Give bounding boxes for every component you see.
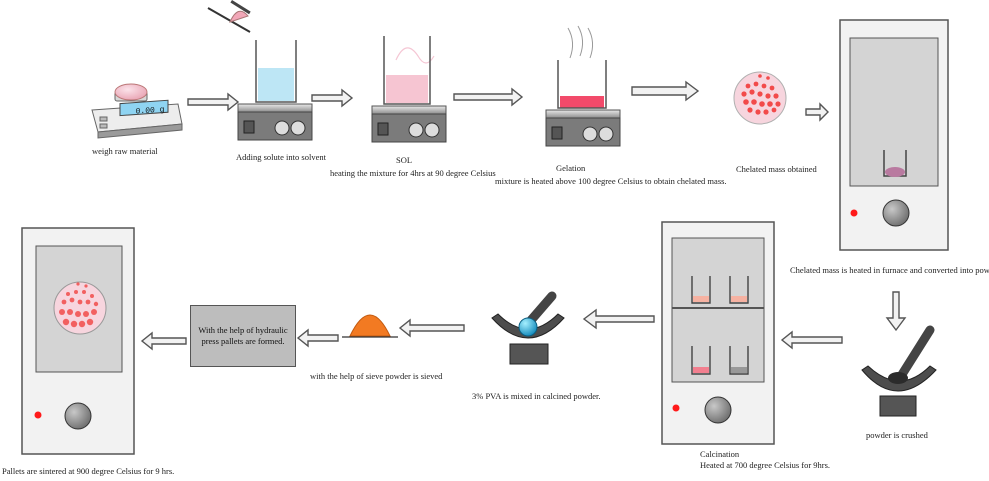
label-mixture: mixture is heated above 100 degree Celsi… [495,176,727,186]
label-chelated-heated: Chelated mass is heated in furnace and c… [790,265,989,275]
arrow-5 [805,102,829,122]
label-pva: 3% PVA is mixed in calcined powder. [472,391,601,401]
arrow-3 [453,87,524,107]
arrow-1 [187,92,240,112]
arrow-4 [631,80,700,102]
label-chelated-obtained: Chelated mass obtained [736,164,817,174]
label-adding: Adding solute into solvent [236,152,326,162]
arrow-8 [582,308,655,330]
label-sol: SOL [396,155,413,165]
label-calcination: Calcination [700,449,740,459]
label-weigh: weigh raw material [92,146,158,156]
mortar-pva-icon [491,291,565,365]
arrow-10 [296,328,339,348]
arrow-2 [311,88,354,108]
label-press: With the help of hydraulic press pallets… [190,305,296,367]
furnace-1-icon [839,19,949,251]
arrow-9 [398,318,465,338]
sol-beaker-icon [371,36,447,143]
label-gelation: Gelation [556,163,586,173]
chelated-mass-icon [733,71,787,125]
beaker-stirrer-icon [207,0,313,141]
balance-scale-icon: 0.00 g [91,83,183,139]
mortar-crushed-icon [861,325,937,417]
label-sieve: with the help of sieve powder is sieved [310,371,443,381]
arrow-7 [780,330,843,350]
sieved-powder-icon [342,314,398,338]
arrow-11 [140,331,187,351]
arrow-6 [885,291,907,332]
flow-arrows [140,80,907,351]
label-calcination-detail: Heated at 700 degree Celsius for 9hrs. [700,460,831,470]
gelation-beaker-icon [545,25,621,147]
sintering-furnace-icon [21,227,135,455]
label-heating: heating the mixture for 4hrs at 90 degre… [330,168,496,178]
label-crushed: powder is crushed [866,430,928,440]
calcination-furnace-icon [661,221,775,445]
balance-readout: 0.00 g [136,105,165,116]
label-sinter: Pallets are sintered at 900 degree Celsi… [2,466,175,476]
